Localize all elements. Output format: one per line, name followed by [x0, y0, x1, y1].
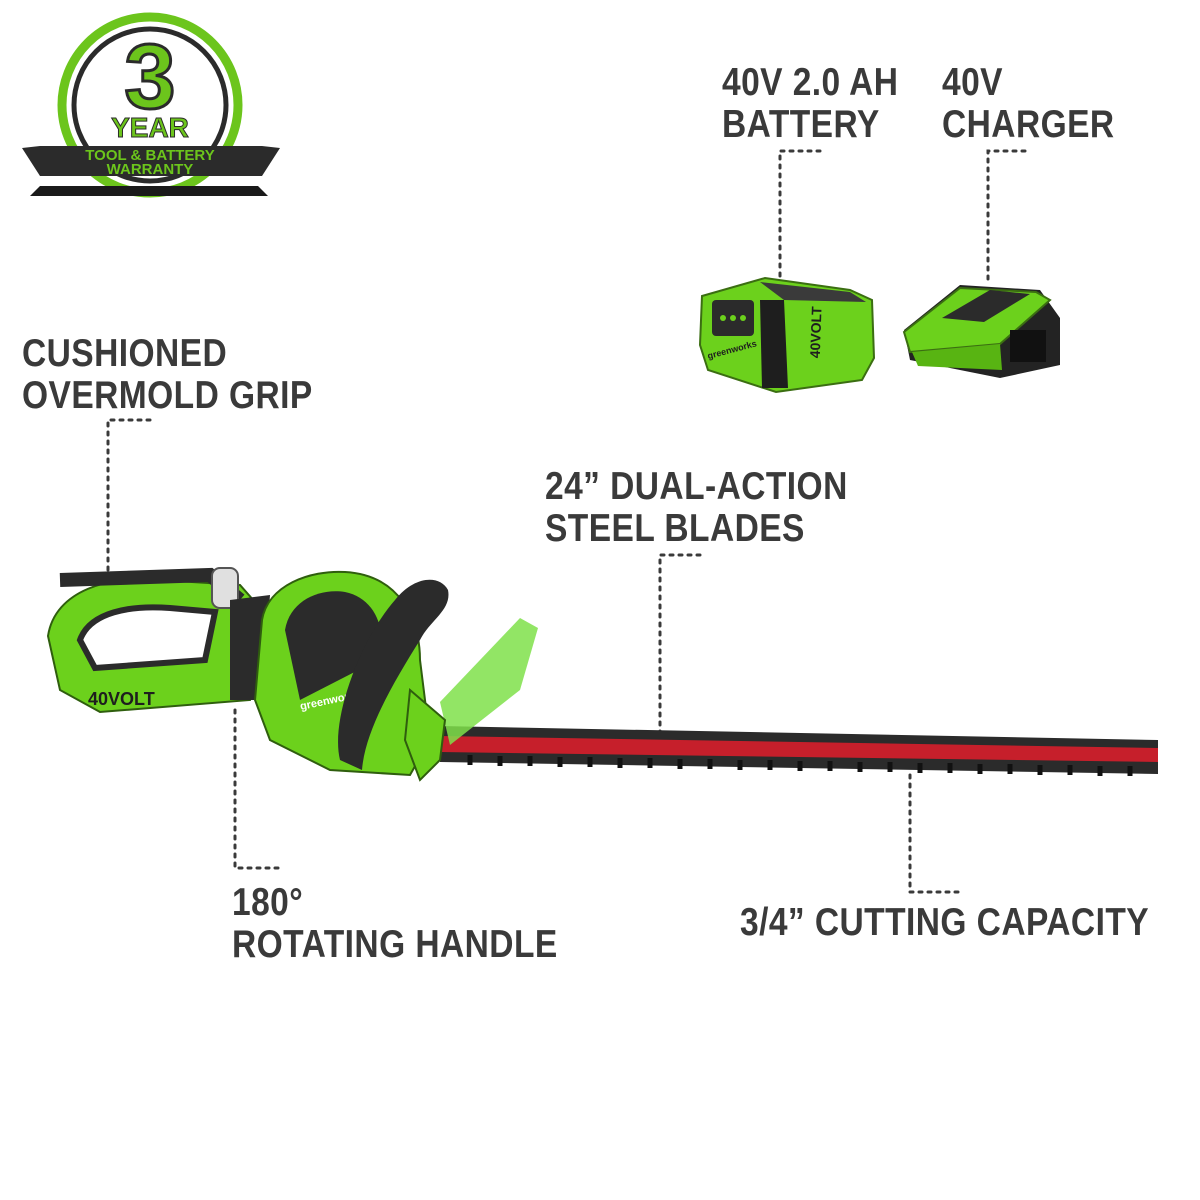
charger-leader — [986, 149, 1027, 287]
capacity-leader — [908, 773, 960, 894]
blades-leader — [658, 553, 702, 747]
badge-ribbon-shadow — [30, 186, 268, 196]
front-handle — [338, 579, 449, 770]
charger-callout: 40V CHARGER — [942, 62, 1115, 146]
charger-callout-line2: CHARGER — [942, 103, 1115, 146]
blade-bar — [440, 735, 1158, 764]
badge-ribbon — [22, 146, 280, 176]
grip-callout: CUSHIONED OVERMOLD GRIP — [22, 333, 313, 417]
battery-callout-line2: BATTERY — [722, 103, 880, 146]
battery-callout: 40V 2.0 AH BATTERY — [722, 62, 898, 146]
grip-callout-line2: OVERMOLD GRIP — [22, 374, 313, 417]
handle-callout: 180° ROTATING HANDLE — [232, 882, 558, 966]
hedge-trimmer-image: 40VOLT greenworks — [46, 567, 1158, 782]
handle-leader — [233, 708, 282, 870]
capacity-callout: 3/4” CUTTING CAPACITY — [740, 902, 1149, 944]
badge-number: 3 — [124, 26, 175, 128]
battery-callout-line1: 40V 2.0 AH — [722, 61, 899, 104]
grip-leader — [106, 418, 152, 592]
capacity-callout-line1: 3/4” CUTTING CAPACITY — [740, 901, 1150, 944]
blades-callout-line2: STEEL BLADES — [545, 507, 805, 550]
charger-image — [902, 285, 1060, 378]
battery-leader — [778, 149, 822, 282]
battery-badge: 40VOLT — [807, 306, 825, 359]
charger-callout-line1: 40V — [942, 61, 1003, 104]
warranty-badge: 3 YEAR TOOL & BATTERY WARRANTY — [22, 12, 280, 198]
tool-badge: 40VOLT — [88, 689, 155, 709]
blades-callout-line1: 24” DUAL-ACTION — [545, 465, 848, 508]
badge-inner-ring — [71, 26, 229, 184]
badge-line1: TOOL & BATTERY — [85, 147, 214, 164]
hand-guard — [440, 618, 538, 745]
battery-image: greenworks 40VOLT — [698, 276, 876, 394]
handle-callout-line2: ROTATING HANDLE — [232, 923, 558, 966]
badge-line2: WARRANTY — [107, 161, 194, 178]
blades-callout: 24” DUAL-ACTION STEEL BLADES — [545, 466, 848, 550]
badge-year: YEAR — [111, 112, 189, 143]
grip-callout-line1: CUSHIONED — [22, 332, 228, 375]
handle-callout-line1: 180° — [232, 881, 304, 924]
blade-tooth-marks — [467, 755, 1133, 776]
leader-lines — [106, 149, 1027, 894]
